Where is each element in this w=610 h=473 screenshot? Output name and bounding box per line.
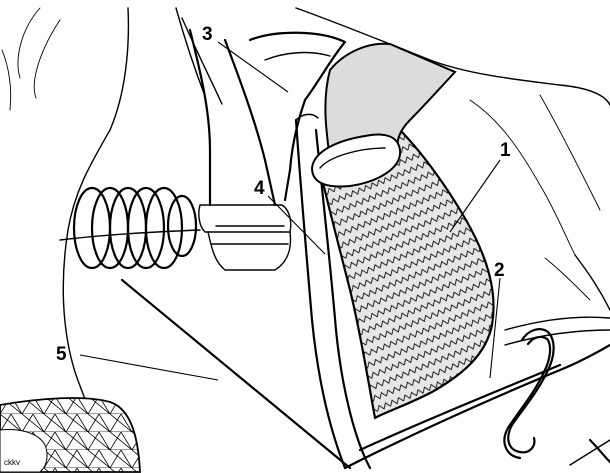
foot-peg — [0, 398, 140, 472]
hose-end-cap — [312, 44, 455, 187]
callout-4: 4 — [254, 178, 265, 199]
lower-edges — [570, 440, 610, 465]
callout-2: 2 — [494, 260, 505, 281]
return-spring — [60, 188, 200, 268]
callout-1: 1 — [500, 140, 511, 161]
callout-5: 5 — [56, 344, 67, 365]
callout-3: 3 — [202, 24, 213, 45]
wire-hook — [504, 329, 553, 458]
figure-code: ckkv — [4, 458, 20, 467]
mounting-bracket — [190, 30, 345, 270]
